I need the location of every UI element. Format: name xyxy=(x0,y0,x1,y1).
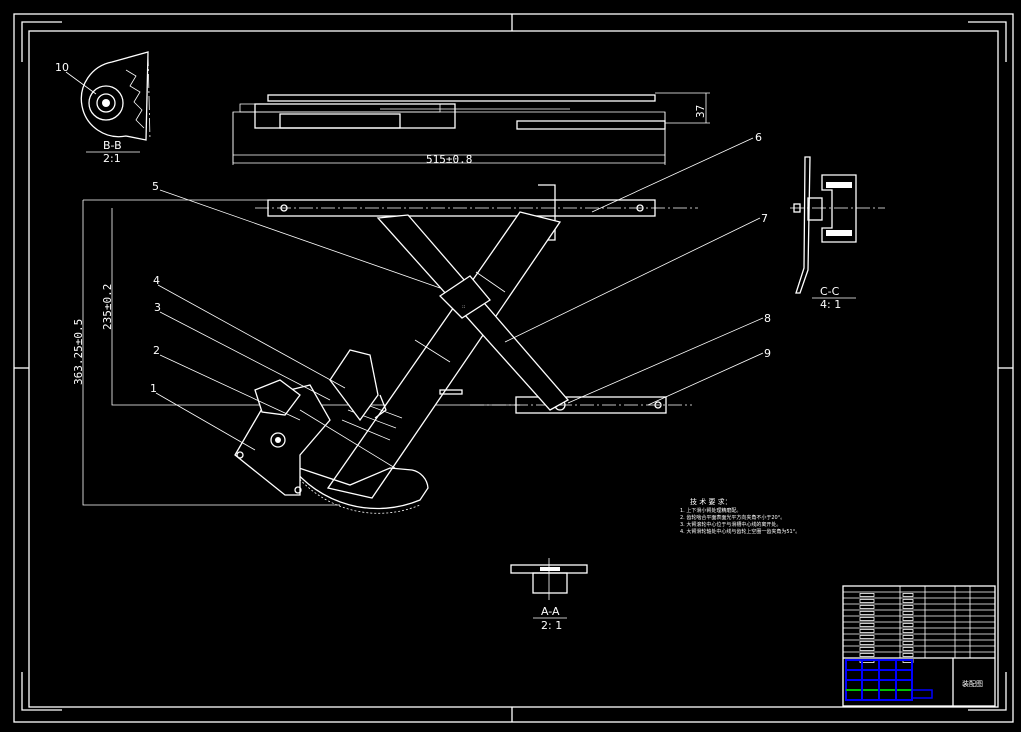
title-block-cell xyxy=(902,629,914,633)
part-number-7: 7 xyxy=(761,212,768,225)
title-block-cell xyxy=(902,623,914,627)
title-block-cell xyxy=(859,617,875,621)
title-block-cell xyxy=(859,647,875,651)
title-block-cell xyxy=(859,641,875,645)
part-number-3: 3 xyxy=(154,301,161,314)
section-aa-view: A-A 2: 1 xyxy=(510,558,588,632)
title-block-cell xyxy=(859,635,875,639)
section-aa-scale: 2: 1 xyxy=(541,619,562,632)
tech-req-line-2: 2. 齿轮啮合平面表面光平方向夹角不小于20°。 xyxy=(680,514,785,521)
title-block-cell xyxy=(902,635,914,639)
title-block-cell xyxy=(902,617,914,621)
dimension-515: 515±0.8 xyxy=(426,153,472,166)
section-cc-scale: 4: 1 xyxy=(820,298,841,311)
svg-text:::: :: xyxy=(462,304,466,310)
section-cc-label: C-C xyxy=(820,285,840,298)
title-block-cell xyxy=(902,641,914,645)
dimension-37: 37 xyxy=(694,105,707,118)
part-number-1: 1 xyxy=(150,382,157,395)
part-number-6: 6 xyxy=(755,131,762,144)
title-block-cell xyxy=(902,599,914,603)
title-block-cell xyxy=(859,605,875,609)
title-block-cell xyxy=(902,611,914,615)
part-leaders: 5 4 3 2 1 6 7 8 9 xyxy=(150,131,771,451)
part-number-4: 4 xyxy=(153,274,160,287)
section-bb-scale: 2:1 xyxy=(103,152,121,165)
tech-req-line-4: 4. 大臂滑轮轴处中心线与齿轮上空圈一齿夹角为51°。 xyxy=(680,528,800,535)
main-regulator-view: :: 363.25±0.5 235±0.2 xyxy=(72,184,698,514)
part-number-8: 8 xyxy=(764,312,771,325)
technical-requirements: 技 术 要 求： 1. 上下滑小臂处理精磨配。 2. 齿轮啮合平面表面光平方向夹… xyxy=(680,497,800,535)
tech-req-line-1: 1. 上下滑小臂处理精磨配。 xyxy=(680,507,741,514)
part-number-2: 2 xyxy=(153,344,160,357)
tech-req-title: 技 术 要 求： xyxy=(690,497,732,506)
title-block-cell xyxy=(859,653,875,657)
dimension-235: 235±0.2 xyxy=(101,284,114,330)
drawing-frame xyxy=(13,13,1014,723)
section-bb-label: B-B xyxy=(103,139,122,152)
title-block-drawing-label: 装配图 xyxy=(962,679,983,688)
dimension-363: 363.25±0.5 xyxy=(72,319,85,385)
part-number-9: 9 xyxy=(764,347,771,360)
part-number-10: 10 xyxy=(55,61,69,74)
title-block-cell xyxy=(859,611,875,615)
section-aa-label: A-A xyxy=(541,605,560,618)
part-number-5: 5 xyxy=(152,180,159,193)
title-block-cell xyxy=(859,623,875,627)
section-cc-view: C-C 4: 1 xyxy=(790,156,885,311)
title-block-cell xyxy=(859,599,875,603)
top-rail-view: 515±0.8 37 xyxy=(232,92,710,166)
title-block-cell xyxy=(902,653,914,657)
title-block: 装配图 xyxy=(842,585,996,707)
title-block-cell xyxy=(859,629,875,633)
title-block-cell xyxy=(859,593,875,597)
tech-req-line-3: 3. 大臂滚轮中心位于与滑槽中心线的离开处。 xyxy=(680,521,781,528)
section-bb-view: 10 B-B 2:1 xyxy=(55,51,151,165)
title-block-cell xyxy=(902,605,914,609)
title-block-cell xyxy=(902,593,914,597)
title-block-cell xyxy=(902,647,914,651)
